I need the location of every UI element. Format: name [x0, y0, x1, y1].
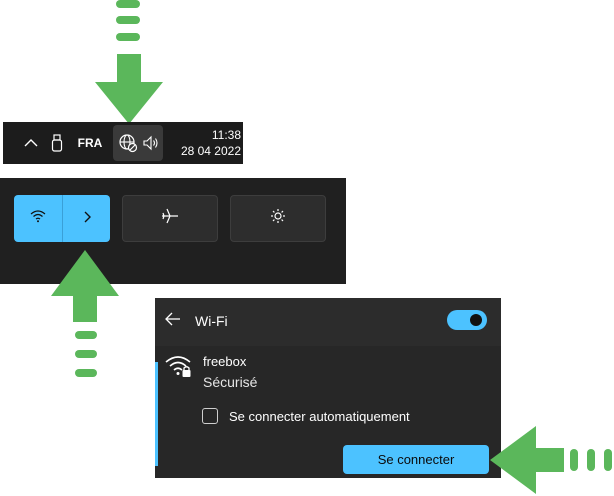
network-volume-group[interactable]	[113, 125, 163, 161]
wifi-icon	[30, 209, 46, 228]
network-status: Sécurisé	[203, 374, 258, 390]
airplane-icon	[161, 208, 179, 229]
clock-time: 11:38	[211, 128, 241, 142]
network-name: freebox	[203, 354, 247, 369]
quick-settings-panel	[0, 178, 346, 284]
chevron-up-icon[interactable]	[21, 122, 41, 164]
clock-date: 28 04 2022	[180, 144, 241, 158]
wifi-panel-title: Wi-Fi	[195, 313, 228, 329]
language-indicator[interactable]: FRA	[77, 136, 103, 150]
taskbar: FRA 11:38 28 04 2022	[3, 122, 243, 164]
wifi-tile[interactable]	[14, 195, 110, 242]
wifi-panel: Wi-Fi freebox Sécurisé Se connecter auto…	[155, 298, 501, 478]
autoconnect-checkbox[interactable]	[202, 408, 218, 424]
airplane-mode-tile[interactable]	[122, 195, 218, 242]
autoconnect-label: Se connecter automatiquement	[229, 409, 410, 424]
toggle-knob	[470, 314, 482, 326]
brightness-icon	[270, 208, 286, 229]
tile-divider	[62, 195, 63, 242]
clock[interactable]: 11:38 28 04 2022	[171, 122, 241, 164]
wifi-panel-header: Wi-Fi	[155, 298, 501, 346]
usb-icon[interactable]	[47, 122, 67, 164]
wifi-secured-icon	[165, 354, 193, 383]
wifi-toggle-switch[interactable]	[447, 310, 487, 330]
network-globe-icon	[118, 133, 138, 158]
brightness-tile[interactable]	[230, 195, 326, 242]
back-arrow-icon[interactable]	[165, 312, 181, 331]
chevron-right-icon	[83, 210, 91, 228]
connect-button[interactable]: Se connecter	[343, 445, 489, 474]
volume-icon	[143, 135, 159, 156]
wifi-toggle-button[interactable]	[14, 195, 62, 242]
wifi-expand-button[interactable]	[63, 195, 110, 242]
selected-network-accent	[155, 362, 158, 466]
